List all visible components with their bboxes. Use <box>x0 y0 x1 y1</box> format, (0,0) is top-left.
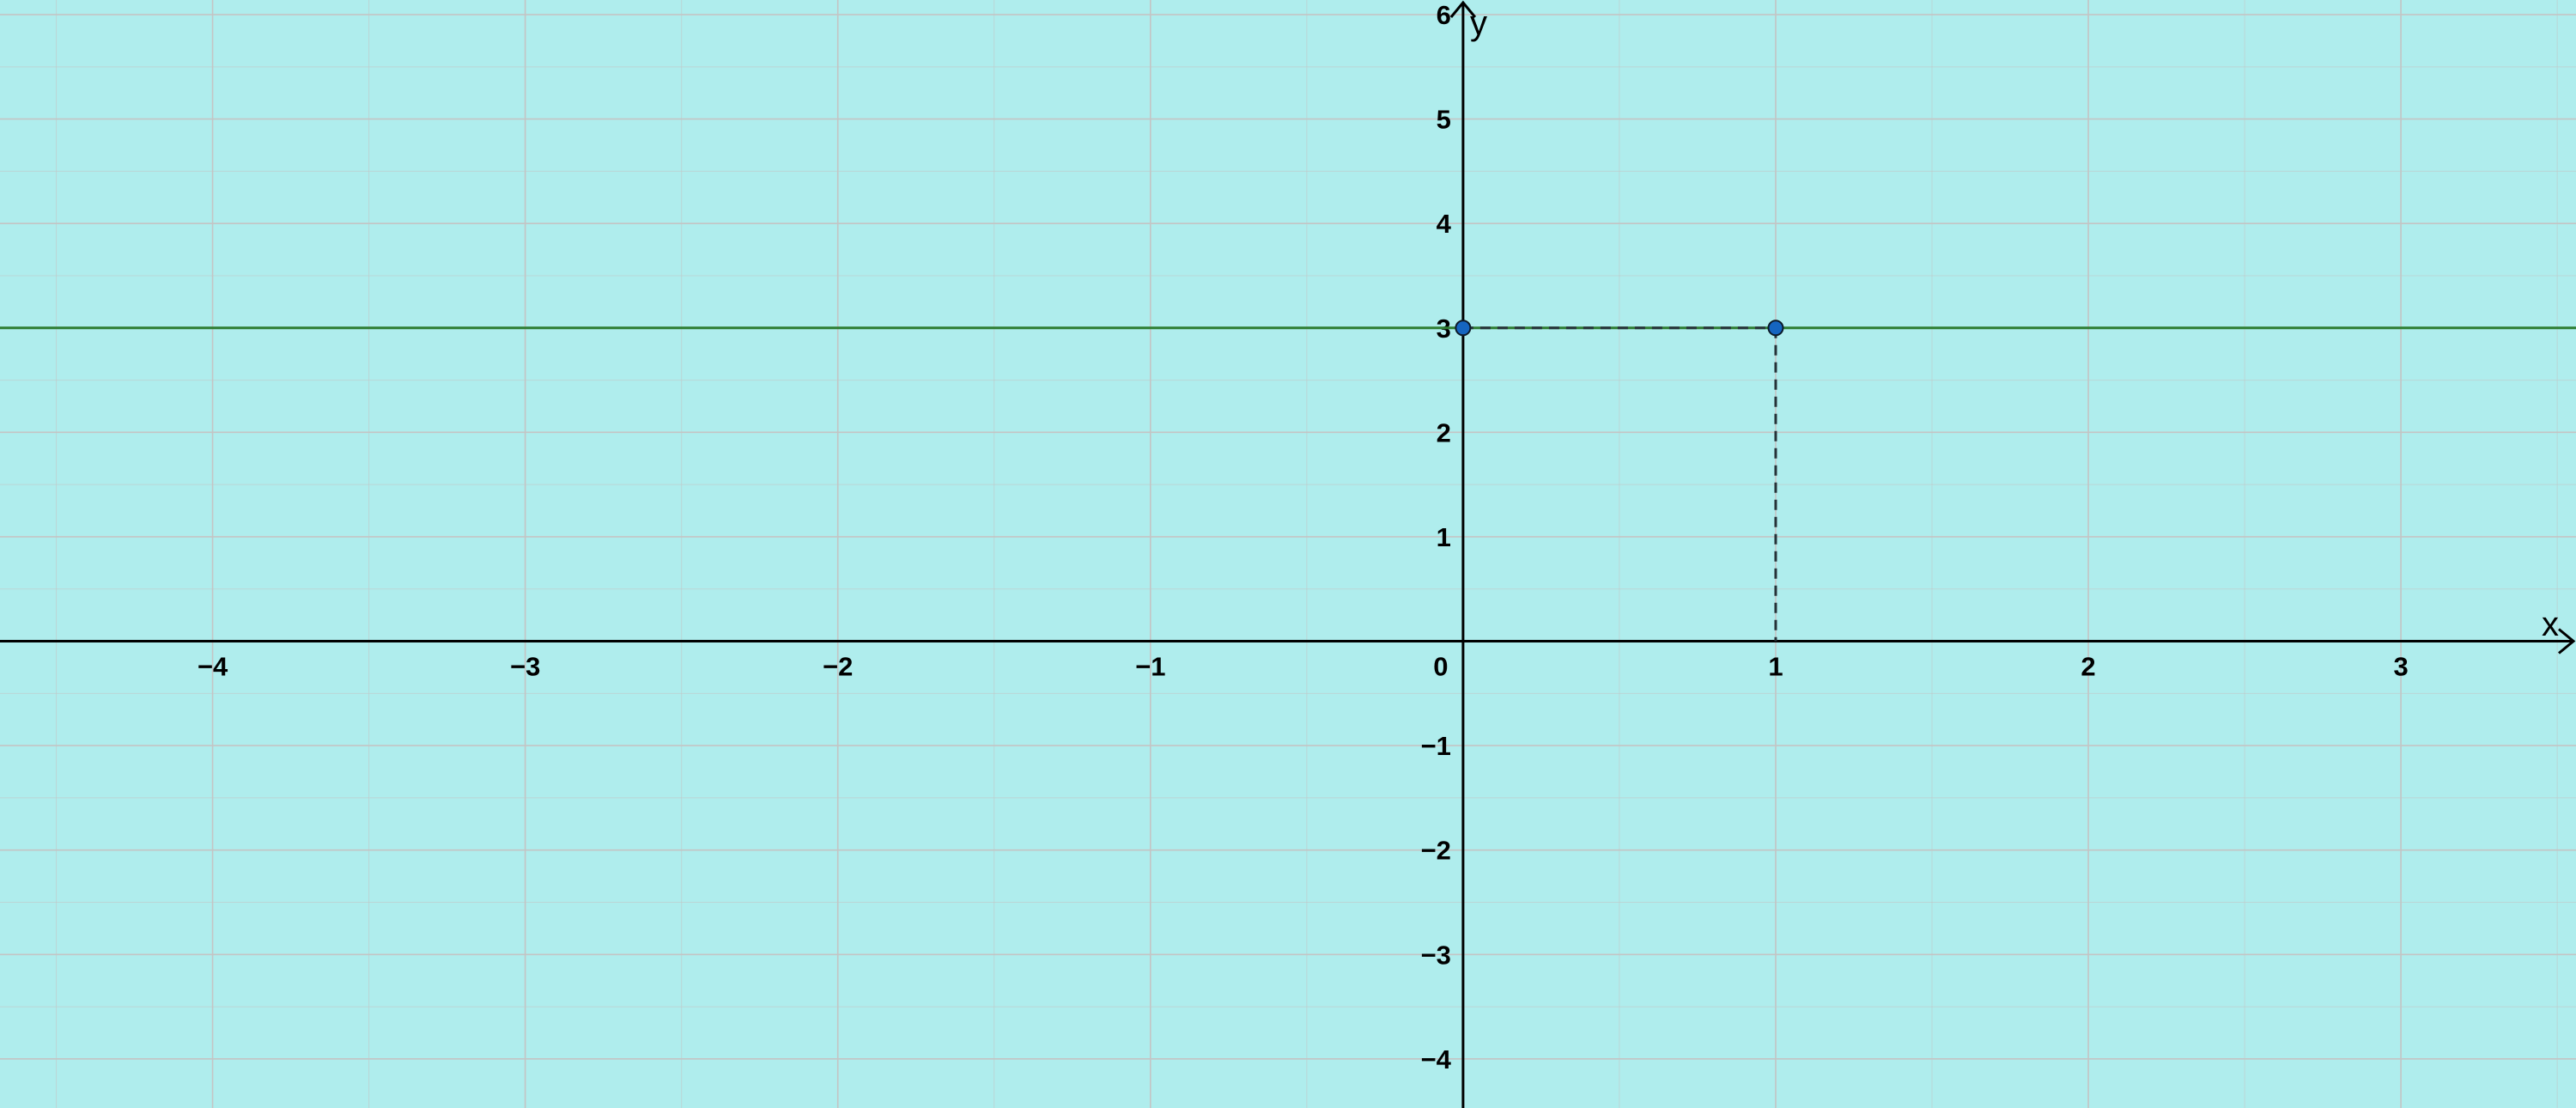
x-tick-label: −1 <box>1135 652 1165 682</box>
x-tick-label: 3 <box>2393 652 2408 682</box>
y-tick-label: 2 <box>1437 417 1451 447</box>
y-tick-label: 6 <box>1437 0 1451 30</box>
x-tick-label: 0 <box>1433 652 1448 682</box>
x-axis-label: x <box>2542 606 2559 643</box>
x-tick-label: 1 <box>1768 652 1783 682</box>
y-tick-label: −2 <box>1421 836 1451 866</box>
y-tick-label: −3 <box>1421 940 1451 970</box>
points[interactable] <box>1455 320 1784 337</box>
x-axis-arrow <box>2558 628 2576 654</box>
x-tick-label: −2 <box>823 652 853 682</box>
y-tick-label: −1 <box>1421 731 1451 761</box>
y-axis-label: y <box>1470 4 1487 42</box>
y-tick-label: −4 <box>1421 1044 1452 1075</box>
x-tick-label: −3 <box>510 652 540 682</box>
y-tick-label: 5 <box>1437 105 1451 135</box>
x-tick-label: 2 <box>2081 652 2095 682</box>
dashed-guides <box>1462 326 1777 642</box>
data-point[interactable] <box>1767 320 1784 337</box>
data-point[interactable] <box>1455 320 1472 337</box>
y-axis-arrow <box>1449 0 1477 18</box>
x-tick-label: −4 <box>197 652 228 682</box>
y-tick-label: 1 <box>1437 522 1451 552</box>
y-tick-label: 4 <box>1437 209 1452 239</box>
